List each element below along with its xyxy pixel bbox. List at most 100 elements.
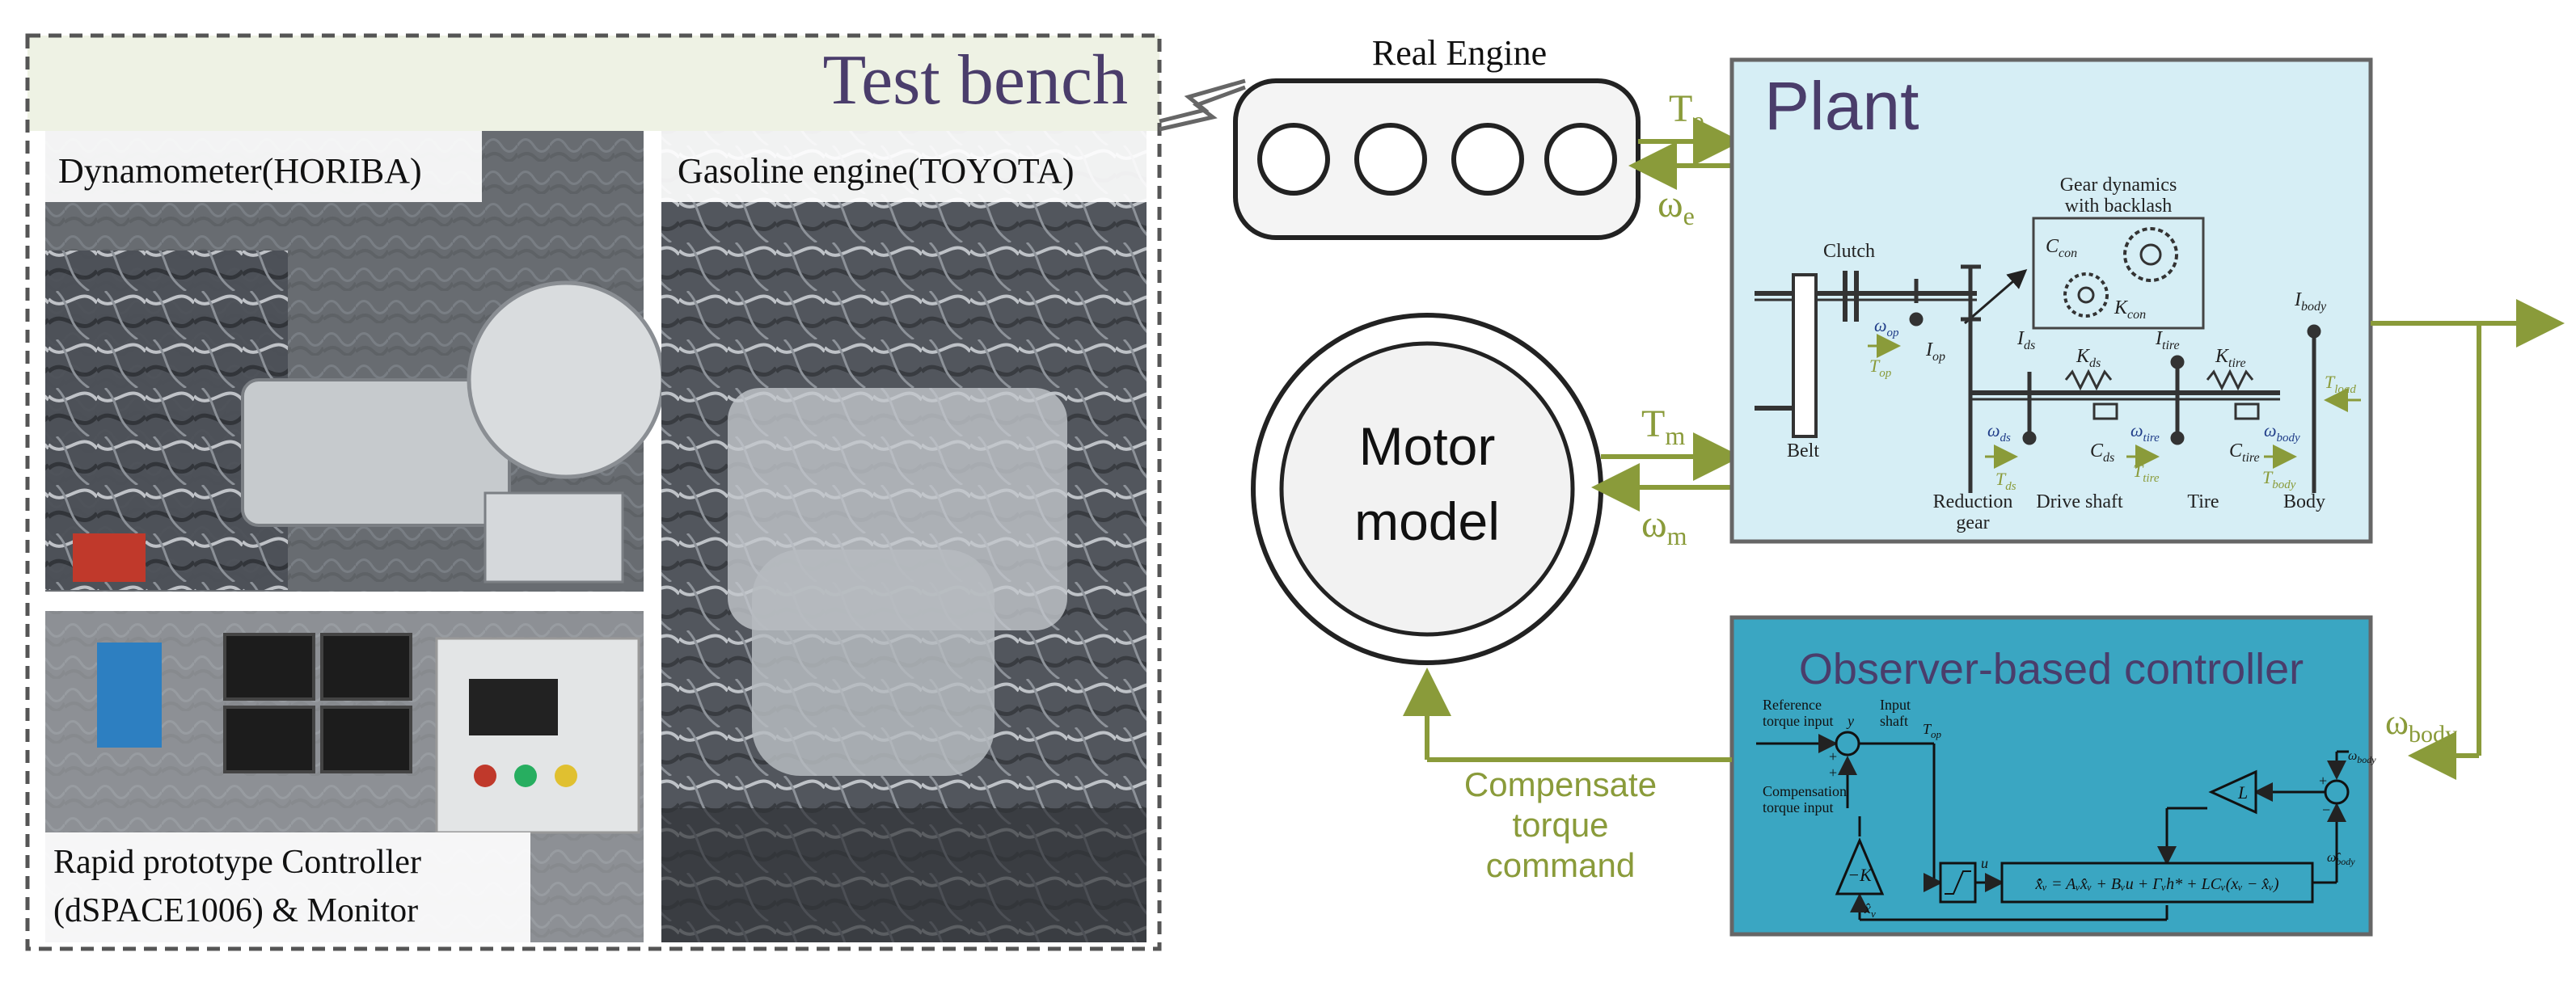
test-bench-header	[27, 36, 1159, 131]
w-body-input-label: ωbody	[2348, 749, 2376, 765]
reduction-gear-label-1: Reduction	[1933, 491, 2013, 512]
controller-photo: Rapid prototype Controller (dSPACE1006) …	[45, 611, 644, 942]
observer-equation: x̂̇ᵥ = Aᵥx̂ᵥ + Bᵥu + Γᵥh* + LCᵥ(xᵥ − x̂ᵥ…	[2035, 875, 2279, 893]
K-tire-label: Ktire	[2215, 346, 2246, 370]
ds-spring	[2064, 369, 2113, 391]
sum-plus-2: +	[1829, 765, 1837, 781]
cylinder-icon	[1451, 123, 1524, 196]
we-label: ωe	[1658, 183, 1695, 230]
wbody-label: ωbody	[2385, 702, 2457, 748]
C-ds-label: Cds	[2090, 440, 2114, 465]
w-ds-label: ωds	[1987, 420, 2011, 445]
gear-dynamics-label-2: with backlash	[2065, 196, 2173, 217]
w-body-label: ωbody	[2264, 420, 2300, 445]
belt-label: Belt	[1787, 440, 1819, 461]
body-label: Body	[2283, 491, 2325, 512]
compensate-label-2: torque	[1512, 806, 1608, 844]
feedback-gain-K	[1835, 837, 1885, 895]
dynamometer-photo: Dynamometer(HORIBA)	[45, 131, 665, 592]
clutch-label: Clutch	[1823, 241, 1875, 262]
gear-inset-box	[2032, 217, 2205, 330]
observer-signal-lines	[1756, 731, 2350, 921]
ref-y-label: y	[1846, 713, 1854, 729]
test-bench-border	[25, 33, 1162, 951]
wm-label: ωm	[1641, 503, 1687, 550]
observer-title: Observer-based controller	[1799, 645, 2304, 693]
gear-icon	[2063, 272, 2109, 318]
comp-torque-label-1: Compensation	[1763, 783, 1847, 799]
controller-label-line1: Rapid prototype Controller	[53, 844, 421, 881]
K-ds-label: Kds	[2076, 346, 2101, 370]
tire-label: Tire	[2187, 491, 2219, 512]
observer-controller-block: Observer-based controller L −K	[1729, 615, 2376, 937]
ds-damper	[2092, 402, 2118, 420]
test-bench-title: Test bench	[823, 41, 1128, 120]
w-tire-label: ωtire	[2130, 420, 2160, 445]
c-con-label: Ccon	[2046, 236, 2077, 260]
plant-block: Plant Gear dynamics with backlash Ccon K…	[1729, 57, 2373, 544]
engine-photo-label: Gasoline engine(TOYOTA)	[678, 151, 1075, 191]
comp-torque-label-2: torque input	[1763, 799, 1834, 815]
tire-spring	[2206, 369, 2254, 391]
sum-plus-1: +	[1829, 748, 1837, 765]
ref-torque-label-2: torque input	[1763, 713, 1834, 729]
motor-label-line2: model	[1354, 491, 1500, 551]
sum-minus: −	[2322, 802, 2330, 818]
T-op-label: Top	[1869, 356, 1892, 380]
gain-K-label: −K	[1848, 865, 1873, 885]
gear-icon	[2123, 227, 2178, 282]
drivetrain-schematic	[1755, 264, 2321, 493]
motor-signals: Tm ωm	[1591, 402, 1742, 550]
compensate-torque-path: Compensate torque command	[1403, 668, 1732, 884]
motor-inner-ring	[1279, 341, 1575, 637]
T-load-label: Tload	[2325, 372, 2356, 396]
input-shaft-label-1: Input	[1880, 697, 1911, 713]
gear-dynamics-label-1: Gear dynamics	[2060, 175, 2177, 196]
I-ds-label: Ids	[2016, 328, 2035, 352]
observer-gain-L	[2208, 769, 2257, 815]
C-tire-label: Ctire	[2229, 440, 2260, 465]
input-T-label: Top	[1923, 721, 1942, 740]
cylinder-icon	[1354, 123, 1427, 196]
T-ds-label: Tds	[1995, 469, 2016, 493]
input-shaft-label-2: shaft	[1880, 713, 1908, 729]
saturation-block	[1939, 862, 1977, 904]
motor-model-block: Motor model	[1251, 313, 1603, 665]
compensate-label-3: command	[1486, 846, 1635, 884]
controller-label-line2: (dSPACE1006) & Monitor	[53, 892, 418, 929]
ref-torque-label-1: Reference	[1763, 697, 1822, 713]
real-engine-block: Real Engine	[1233, 33, 1641, 240]
T-tire-label: Ttire	[2133, 461, 2160, 485]
gear-callout-arrow	[1964, 269, 2028, 325]
drive-shaft-label: Drive shaft	[2036, 491, 2123, 512]
tire-damper	[2234, 402, 2260, 420]
test-bench-panel: Test bench Dynamometer(HORIBA) Gasoline …	[25, 33, 1162, 951]
cylinder-icon	[1257, 123, 1330, 196]
body-speed-feedback: ωbody	[2371, 299, 2565, 780]
engine-photo: Gasoline engine(TOYOTA)	[661, 131, 1147, 942]
Tm-label: Tm	[1641, 402, 1685, 450]
cylinder-icon	[1544, 123, 1617, 196]
k-con-label: Kcon	[2114, 297, 2146, 322]
reduction-gear-label-2: gear	[1956, 512, 1989, 533]
xhat-label: x̂v	[1864, 900, 1876, 920]
gear-dynamics-inset: Gear dynamics with backlash Ccon Kcon	[1964, 175, 2205, 330]
motor-label-line1: Motor	[1359, 416, 1496, 476]
T-body-label: Tbody	[2262, 467, 2296, 491]
Te-label: Te	[1669, 87, 1704, 135]
dyno-label: Dynamometer(HORIBA)	[58, 151, 422, 191]
belt-pulley	[1792, 273, 1818, 438]
engine-signals: Te ωe	[1628, 87, 1742, 230]
I-tire-label: Itire	[2155, 328, 2180, 352]
I-op-label: Iop	[1925, 339, 1945, 364]
observer-state-block	[2000, 862, 2314, 904]
gain-L-label: L	[2237, 782, 2248, 803]
plant-title: Plant	[1764, 68, 1919, 144]
u-label: u	[1981, 855, 1988, 871]
compensate-label-1: Compensate	[1464, 765, 1657, 803]
real-engine-label: Real Engine	[1372, 33, 1547, 73]
I-body-label: Ibody	[2294, 289, 2327, 314]
sum-plus-3: +	[2319, 773, 2327, 789]
